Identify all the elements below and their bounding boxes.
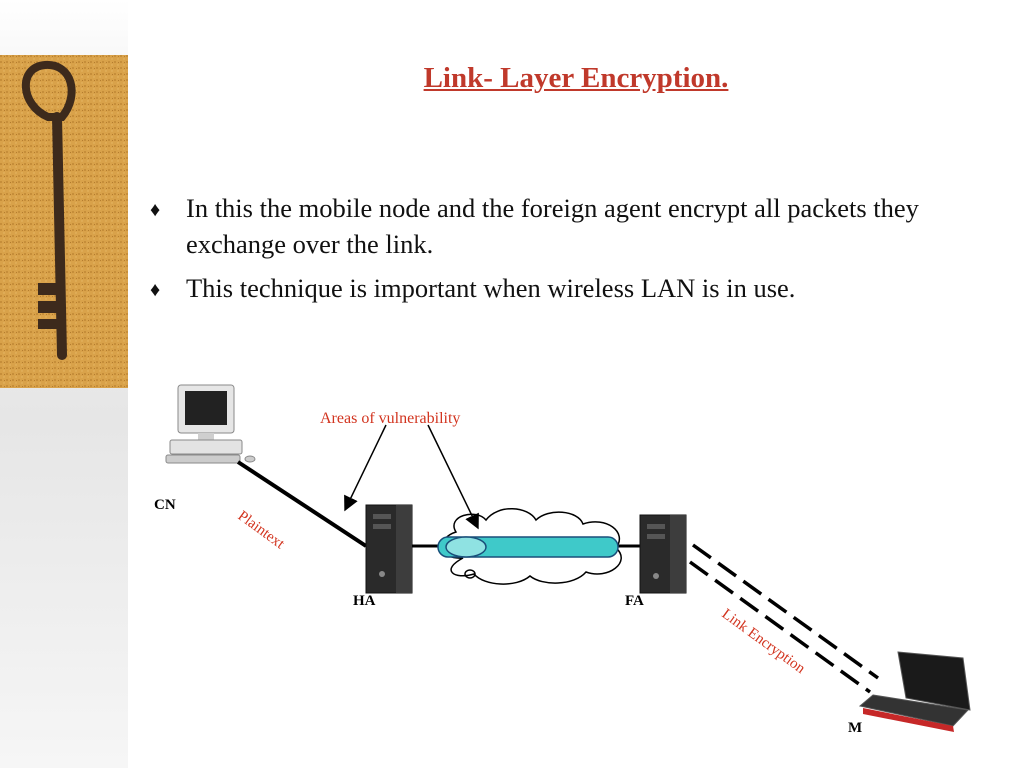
network-diagram: Areas of vulnerability Plaintext Link En… bbox=[128, 380, 1024, 768]
laptop-icon bbox=[858, 651, 971, 732]
ha-label: HA bbox=[353, 593, 376, 609]
tunnel bbox=[437, 536, 619, 558]
tower-server-icon bbox=[365, 504, 413, 594]
bullet-list: ♦ In this the mobile node and the foreig… bbox=[150, 190, 1000, 314]
desktop-computer-icon bbox=[165, 384, 256, 464]
vulnerability-label: Areas of vulnerability bbox=[320, 410, 461, 427]
bullet-item: ♦ This technique is important when wirel… bbox=[150, 270, 1000, 306]
slide-title: Link- Layer Encryption. bbox=[423, 62, 729, 94]
bullet-diamond-icon: ♦ bbox=[150, 279, 161, 301]
bullet-item: ♦ In this the mobile node and the foreig… bbox=[150, 190, 1000, 262]
cn-label: CN bbox=[154, 497, 176, 513]
bullet-text: This technique is important when wireles… bbox=[186, 273, 796, 303]
mobile-node-label: M bbox=[848, 720, 863, 736]
bullet-diamond-icon: ♦ bbox=[150, 199, 161, 221]
bullet-text: In this the mobile node and the foreign … bbox=[186, 193, 919, 259]
key-photo bbox=[0, 55, 128, 388]
fa-label: FA bbox=[625, 593, 644, 609]
tower-server-icon bbox=[639, 514, 687, 594]
